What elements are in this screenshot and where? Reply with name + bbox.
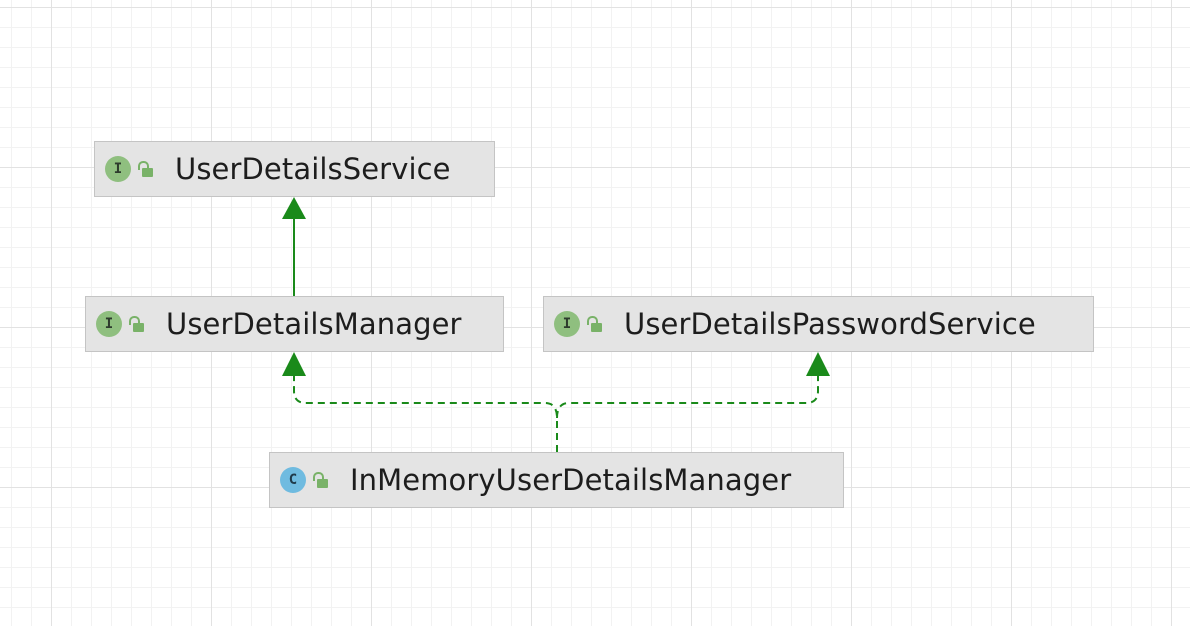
node-user-details-password-service[interactable]: I UserDetailsPasswordService [543, 296, 1094, 352]
lock-icon [312, 471, 330, 489]
node-label: UserDetailsPasswordService [624, 307, 1036, 341]
implements-arrowhead-udm [282, 352, 306, 376]
node-label: InMemoryUserDetailsManager [350, 463, 792, 497]
implements-arrowhead-udps [806, 352, 830, 376]
node-in-memory-user-details-manager[interactable]: C InMemoryUserDetailsManager [269, 452, 844, 508]
class-icon: C [280, 467, 306, 493]
implements-edge-udps [556, 374, 819, 419]
implements-edge-udm [293, 374, 558, 452]
interface-icon: I [96, 311, 122, 337]
node-user-details-manager[interactable]: I UserDetailsManager [85, 296, 504, 352]
node-label: UserDetailsService [175, 152, 451, 186]
lock-icon [586, 315, 604, 333]
lock-icon [128, 315, 146, 333]
interface-icon: I [554, 311, 580, 337]
node-label: UserDetailsManager [166, 307, 462, 341]
interface-icon: I [105, 156, 131, 182]
node-user-details-service[interactable]: I UserDetailsService [94, 141, 495, 197]
lock-icon [137, 160, 155, 178]
extends-arrowhead [282, 197, 306, 219]
